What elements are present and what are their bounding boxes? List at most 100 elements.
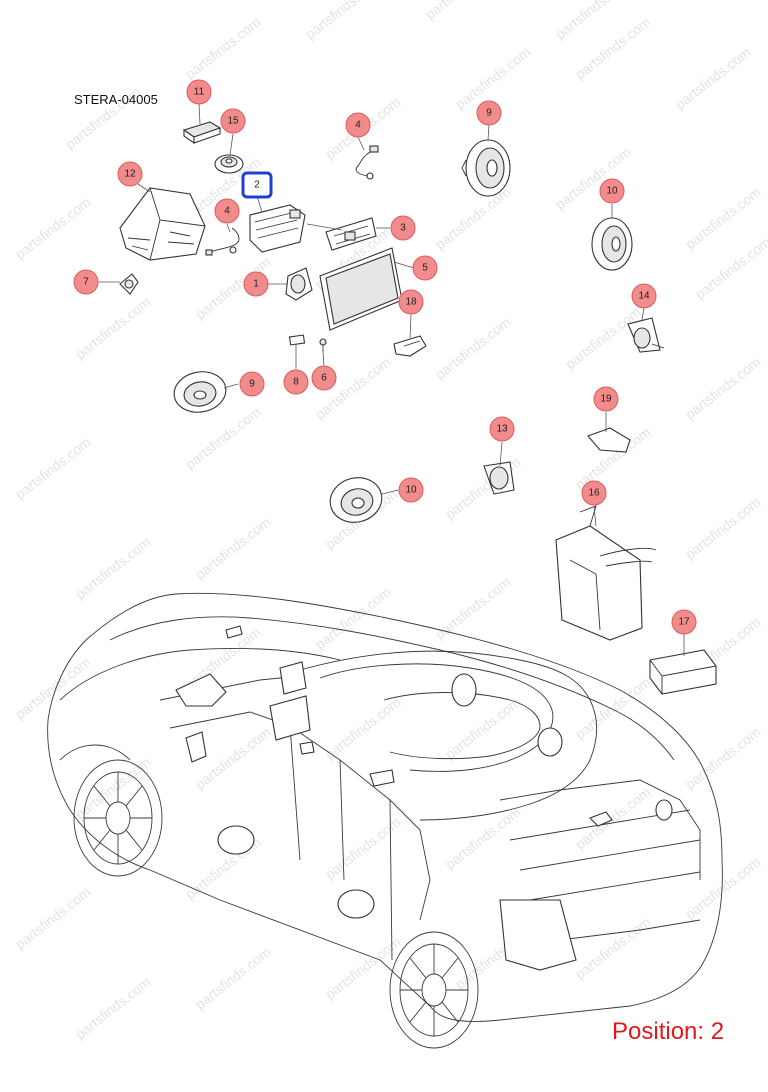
callout-marker (345, 112, 371, 138)
callout-marker (214, 198, 240, 224)
part-drawings (119, 121, 717, 695)
callout-5[interactable]: 5 (412, 255, 438, 281)
part-18-drawing (393, 335, 427, 357)
callout-marker (631, 283, 657, 309)
callout-marker (243, 271, 269, 297)
watermark-text: partsfinds.com (422, 0, 504, 22)
part-8-drawing (288, 334, 306, 346)
callout-2-highlighted[interactable]: 2 (241, 171, 273, 199)
callout-8[interactable]: 8 (283, 369, 309, 395)
watermark-text: partsfinds.com (302, 0, 384, 42)
watermark-text: partsfinds.com (192, 724, 274, 793)
callout-4[interactable]: 4 (214, 198, 240, 224)
vehicle-outline (47, 592, 723, 1049)
watermark-text: partsfinds.com (72, 294, 154, 363)
callout-marker (599, 178, 625, 204)
part-10-lower-drawing (329, 477, 383, 523)
part-4-top-drawing (355, 145, 379, 180)
callout-9[interactable]: 9 (476, 100, 502, 126)
callout-marker (117, 161, 143, 187)
callout-marker (186, 79, 212, 105)
watermark-text: partsfinds.com (672, 44, 754, 113)
watermark-text: partsfinds.com (192, 944, 274, 1013)
callout-marker (593, 386, 619, 412)
watermark-text: partsfinds.com (12, 884, 94, 953)
part-4-left-drawing (205, 227, 240, 256)
callout-marker (412, 255, 438, 281)
callout-marker (283, 369, 309, 395)
watermark-text: partsfinds.com (442, 804, 524, 873)
watermark-text: partsfinds.com (682, 184, 764, 253)
watermark-text: partsfinds.com (562, 304, 644, 373)
callout-marker (241, 171, 273, 199)
watermark-text: partsfinds.com (442, 694, 524, 763)
part-7-drawing (119, 273, 139, 295)
callout-1[interactable]: 1 (243, 271, 269, 297)
watermark-text: partsfinds.com (12, 194, 94, 263)
callout-marker (476, 100, 502, 126)
watermark-text: partsfinds.com (692, 234, 768, 303)
leader-lines (97, 103, 685, 656)
diagram-code: STERA-04005 (74, 92, 158, 107)
callout-16[interactable]: 16 (581, 480, 607, 506)
part-3-drawing (325, 217, 377, 251)
part-9-lower-drawing (173, 371, 227, 413)
callout-marker (239, 371, 265, 397)
position-label: Position: 2 (612, 1018, 725, 1045)
watermark-text: partsfinds.com (572, 914, 654, 983)
watermark-layer: partsfinds.compartsfinds.compartsfinds.c… (12, 0, 768, 1042)
callout-marker (398, 477, 424, 503)
callout-11[interactable]: 11 (186, 79, 212, 105)
callout-12[interactable]: 12 (117, 161, 143, 187)
callout-14[interactable]: 14 (631, 283, 657, 309)
callout-marker (489, 416, 515, 442)
watermark-text: partsfinds.com (12, 434, 94, 503)
watermark-text: partsfinds.com (432, 184, 514, 253)
watermark-text: partsfinds.com (552, 144, 634, 213)
callout-10[interactable]: 10 (599, 178, 625, 204)
callout-marker (220, 108, 246, 134)
watermark-text: partsfinds.com (312, 584, 394, 653)
callout-10[interactable]: 10 (398, 477, 424, 503)
watermark-text: partsfinds.com (12, 654, 94, 723)
watermark-text: partsfinds.com (432, 574, 514, 643)
callout-marker (73, 269, 99, 295)
part-9-upper-drawing (461, 139, 511, 197)
callout-marker (398, 289, 424, 315)
callout-18[interactable]: 18 (398, 289, 424, 315)
front-wheel (73, 759, 163, 877)
watermark-text: partsfinds.com (682, 724, 764, 793)
part-14-drawing (627, 317, 665, 353)
callout-17[interactable]: 17 (671, 609, 697, 635)
callout-marker (311, 365, 337, 391)
part-11-drawing (182, 121, 222, 145)
callout-15[interactable]: 15 (220, 108, 246, 134)
watermark-text: partsfinds.com (682, 354, 764, 423)
callout-13[interactable]: 13 (489, 416, 515, 442)
callout-marker (671, 609, 697, 635)
part-16-drawing (555, 505, 657, 641)
callout-marker (390, 215, 416, 241)
callout-4[interactable]: 4 (345, 112, 371, 138)
watermark-text: partsfinds.com (182, 14, 264, 83)
part-17-drawing (649, 649, 717, 695)
callout-6[interactable]: 6 (311, 365, 337, 391)
part-1-drawing (285, 267, 313, 301)
callout-3[interactable]: 3 (390, 215, 416, 241)
callout-19[interactable]: 19 (593, 386, 619, 412)
part-15-drawing (214, 154, 244, 174)
part-6-drawing (319, 338, 327, 352)
part-12-drawing (119, 187, 206, 261)
part-19-drawing (587, 427, 631, 453)
watermark-text: partsfinds.com (682, 854, 764, 923)
part-10-upper-drawing (591, 217, 633, 271)
callout-7[interactable]: 7 (73, 269, 99, 295)
watermark-text: partsfinds.com (72, 534, 154, 603)
part-13-drawing (483, 461, 515, 495)
watermark-text: partsfinds.com (72, 974, 154, 1043)
callout-9[interactable]: 9 (239, 371, 265, 397)
watermark-text: partsfinds.com (682, 494, 764, 563)
watermark-text: partsfinds.com (572, 674, 654, 743)
part-2-drawing (249, 204, 306, 253)
